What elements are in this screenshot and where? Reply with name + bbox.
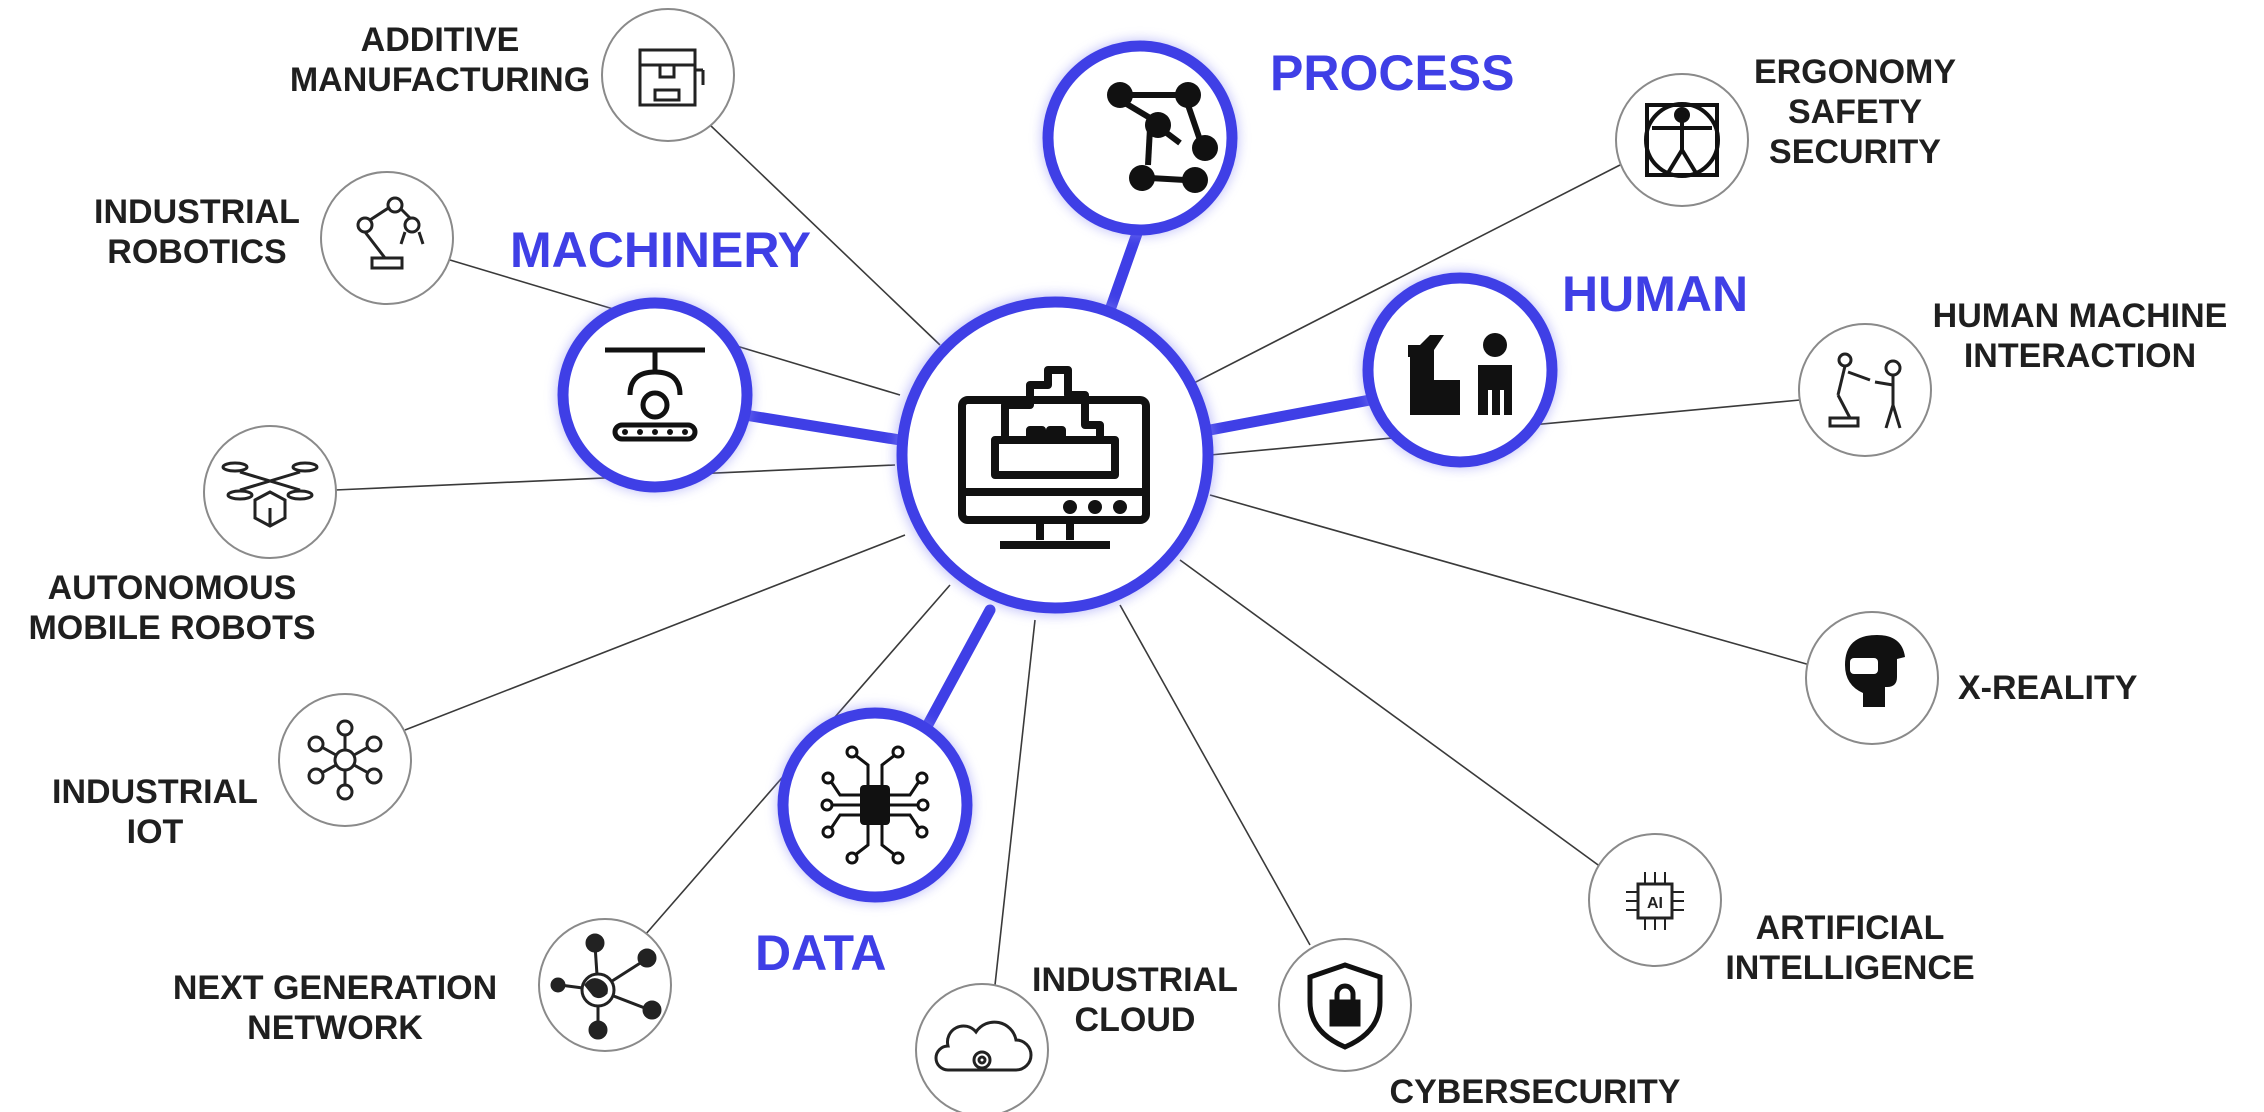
x-reality-node[interactable]	[1805, 611, 1939, 745]
svg-text:AI: AI	[1647, 895, 1663, 912]
next-generation-network-node[interactable]	[538, 918, 672, 1052]
category-label-human: HUMAN	[1562, 266, 1749, 322]
process-flow-icon	[1107, 82, 1218, 193]
connector-line	[709, 124, 941, 346]
gripper-conveyor-icon	[605, 347, 705, 442]
label-human-machine-interaction: HUMAN MACHINE INTERACTION	[1932, 297, 2228, 375]
spoke-machinery	[739, 409, 906, 446]
ai-chip-icon: AI	[1626, 872, 1684, 930]
industrial-cloud-node[interactable]	[915, 983, 1049, 1112]
vr-headset-icon	[1845, 635, 1905, 707]
label-industrial-iot: INDUSTRIAL IOT	[52, 773, 258, 851]
spoke-human	[1204, 394, 1376, 436]
artificial-intelligence-node[interactable]: AI	[1588, 833, 1722, 967]
autonomous-mobile-robots-node[interactable]	[203, 425, 337, 559]
chip-circuit-icon	[820, 745, 930, 865]
label-x-reality: X-REALITY	[1958, 669, 2138, 707]
label-ergonomy-safety-security: ERGONOMY SAFETY SECURITY	[1753, 53, 1957, 171]
label-cybersecurity: CYBERSECURITY	[1389, 1073, 1681, 1111]
label-additive-manufacturing: ADDITIVE MANUFACTURING	[289, 21, 591, 99]
industrial-robotics-node[interactable]	[320, 171, 454, 305]
connector-line	[1189, 164, 1621, 386]
hub-node	[895, 295, 1215, 615]
worker-robot-icon	[1408, 333, 1512, 415]
shield-lock-icon	[1307, 962, 1383, 1050]
connector-line	[1179, 559, 1606, 871]
spoke-data	[919, 604, 996, 736]
category-label-machinery: MACHINERY	[510, 222, 811, 278]
label-autonomous-mobile-robots: AUTONOMOUS MOBILE ROBOTS	[28, 569, 316, 647]
process-node[interactable]	[1042, 40, 1238, 236]
cybersecurity-node[interactable]	[1278, 938, 1412, 1072]
machinery-node[interactable]	[557, 297, 753, 493]
category-spokes	[739, 219, 1376, 736]
3d-printer-icon	[638, 48, 705, 107]
vitruvian-man-icon	[1644, 102, 1720, 178]
label-industrial-robotics: INDUSTRIAL ROBOTICS	[94, 193, 300, 271]
cloud-gear-icon	[934, 1020, 1033, 1072]
spoke-process	[1104, 219, 1146, 316]
robot-arm-icon	[356, 196, 425, 270]
connector-line	[1209, 494, 1811, 666]
category-label-data: DATA	[755, 925, 887, 981]
globe-network-icon	[550, 933, 662, 1040]
additive-manufacturing-node[interactable]	[601, 8, 735, 142]
factory-monitor-icon	[958, 366, 1150, 549]
connector-line	[404, 534, 906, 731]
ergonomy-safety-security-node[interactable]	[1615, 73, 1749, 207]
category-label-process: PROCESS	[1270, 45, 1515, 101]
monitor-dots	[1063, 500, 1127, 514]
human-robot-icon	[1828, 352, 1902, 429]
connector-line	[1119, 604, 1311, 946]
label-next-generation-network: NEXT GENERATION NETWORK	[172, 969, 498, 1047]
network-nodes-icon	[307, 719, 383, 801]
industrial-iot-node[interactable]	[278, 693, 412, 827]
label-artificial-intelligence: ARTIFICIAL INTELLIGENCE	[1725, 909, 1975, 987]
human-node[interactable]	[1362, 272, 1558, 468]
drone-package-icon	[221, 461, 319, 528]
connector-line	[994, 619, 1036, 986]
data-node[interactable]	[777, 707, 973, 903]
label-industrial-cloud: INDUSTRIAL CLOUD	[1032, 961, 1238, 1039]
human-machine-interaction-node[interactable]	[1798, 323, 1932, 457]
